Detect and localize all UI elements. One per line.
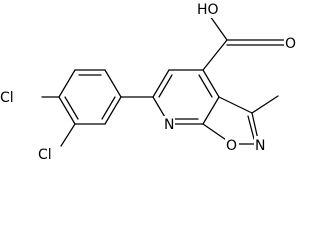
isoxazole-oxygen-label: O: [226, 138, 237, 154]
bond-methyl: [251, 95, 279, 114]
chlorine-meta-label: Cl: [38, 147, 52, 163]
label-mask: [225, 136, 239, 153]
label-mask: [1, 88, 23, 106]
bond: [58, 69, 76, 98]
bond-c-cl-meta: [60, 123, 76, 147]
acid-carbonyl-oxygen-label: O: [285, 36, 296, 52]
double-bond-inner: [198, 74, 213, 98]
double-bond-inner: [101, 96, 116, 120]
bond: [209, 15, 228, 41]
bond: [218, 96, 253, 114]
bond: [202, 96, 220, 125]
label-mask: [196, 1, 220, 18]
chlorine-para-label: Cl: [0, 90, 14, 106]
carboxylic-acid-group: [202, 15, 285, 71]
double-bond-inner: [158, 74, 173, 98]
bond: [104, 96, 122, 125]
bond: [152, 69, 170, 98]
label-mask: [284, 35, 298, 52]
bond: [202, 39, 228, 71]
dichlorophenyl-ring: [58, 69, 122, 125]
acid-hydroxyl-label: HO: [197, 2, 219, 18]
chemical-structure-diagram: Cl Cl N O N HO O: [0, 1, 298, 163]
label-mask: [163, 116, 175, 133]
label-mask: [38, 145, 60, 163]
double-bond-inner: [64, 96, 79, 120]
pyridine-nitrogen-label: N: [164, 117, 174, 133]
double-bond-inner: [247, 115, 255, 140]
bond: [202, 69, 220, 98]
isoxazole-nitrogen-label: N: [255, 138, 265, 154]
pyridine-ring: [152, 69, 220, 125]
bond: [104, 69, 122, 98]
bond: [58, 96, 76, 125]
label-mask: [254, 136, 267, 153]
